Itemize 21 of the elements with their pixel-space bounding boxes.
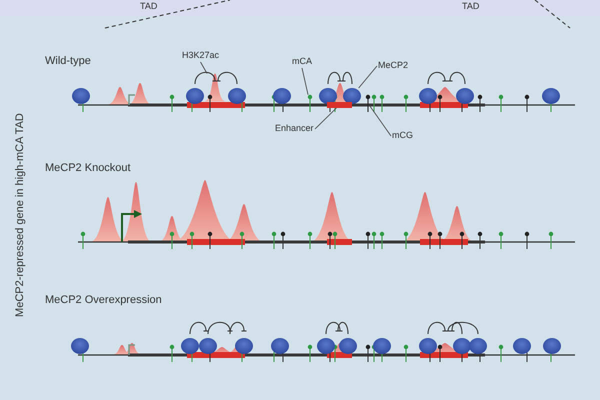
leader-line	[370, 106, 392, 136]
region-label: TAD	[462, 2, 480, 12]
enhancer-bar	[327, 102, 352, 108]
leader-line	[200, 62, 208, 74]
methylation-site	[366, 94, 370, 112]
leader-line	[314, 108, 337, 130]
methylation-site	[308, 94, 312, 112]
panel-title: Wild-type	[45, 55, 91, 68]
callout-label: Enhancer	[275, 124, 314, 134]
axis-title: MeCP2-repressed gene in high-mCA TAD	[14, 113, 26, 317]
region-label: TAD	[140, 2, 158, 12]
callout-label: mCA	[292, 57, 312, 67]
leader-line	[302, 68, 308, 96]
signal-peak	[204, 74, 226, 102]
panel-title: MeCP2 Knockout	[45, 162, 131, 174]
protein-oval	[343, 88, 361, 104]
panel-title: MeCP2 Overexpression	[45, 294, 162, 306]
callout-label: mCG	[392, 131, 413, 141]
callout-label: H3K27ac	[182, 51, 220, 61]
callout-label: MeCP2	[378, 61, 408, 71]
leader-line	[358, 66, 378, 88]
